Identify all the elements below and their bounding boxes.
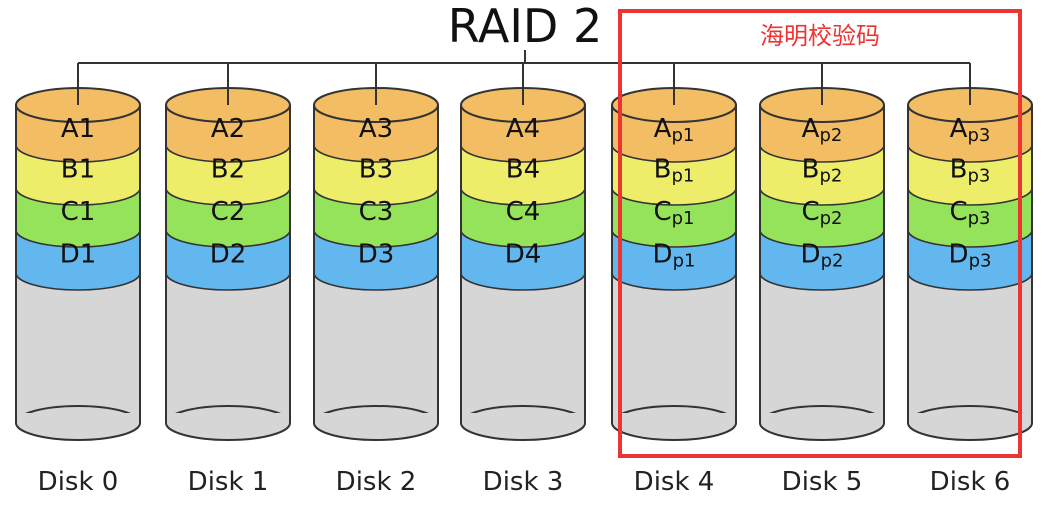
disk-body <box>166 273 290 423</box>
block-label-c3: C3 <box>359 197 394 227</box>
segment-edge <box>165 272 291 291</box>
disk-body <box>612 273 736 423</box>
segment-edge <box>759 272 885 291</box>
segment-edge <box>165 229 291 248</box>
block-label-d4: D4 <box>505 240 542 270</box>
segment-edge <box>15 187 141 206</box>
block-label-d1: D1 <box>60 240 97 270</box>
segment-edge <box>313 229 439 248</box>
disk-body <box>16 273 140 423</box>
segment-edge <box>907 187 1033 206</box>
block-label-b4: B4 <box>506 155 540 185</box>
disk-label: Disk 3 <box>483 467 564 497</box>
parity-highlight-box <box>618 9 1022 458</box>
hamming-code-annotation: 海明校验码 <box>760 22 880 50</box>
disk-body <box>461 273 585 423</box>
disk-label: Disk 6 <box>930 467 1011 497</box>
segment-edge <box>759 187 885 206</box>
segment-edge <box>15 229 141 248</box>
disk-label: Disk 5 <box>782 467 863 497</box>
connector-lines <box>78 50 970 64</box>
block-label-cp2: Cp2 <box>801 197 842 229</box>
block-label-cp3: Cp3 <box>949 197 990 229</box>
disk-label: Disk 0 <box>38 467 119 497</box>
block-label-dp1: Dp1 <box>653 240 696 272</box>
disk-body <box>760 273 884 423</box>
block-label-dp2: Dp2 <box>801 240 844 272</box>
segment-edge <box>460 229 586 248</box>
block-label-b3: B3 <box>359 155 393 185</box>
segment-edge <box>759 144 885 163</box>
block-label-bp1: Bp1 <box>654 155 695 187</box>
block-label-a3: A3 <box>359 114 393 144</box>
block-label-c2: C2 <box>211 197 246 227</box>
segment-edge <box>313 144 439 163</box>
block-label-bp3: Bp3 <box>950 155 991 187</box>
diagram-title: RAID 2 <box>448 0 602 53</box>
disk-body <box>908 273 1032 423</box>
block-label-a4: A4 <box>506 114 540 144</box>
segment-edge <box>907 272 1033 291</box>
segment-edge <box>15 272 141 291</box>
block-label-b2: B2 <box>211 155 245 185</box>
segment-edge <box>460 144 586 163</box>
segment-edge <box>907 229 1033 248</box>
block-label-ap1: Ap1 <box>654 114 695 146</box>
disk-label: Disk 1 <box>188 467 269 497</box>
block-label-d2: D2 <box>210 240 247 270</box>
segment-edge <box>460 187 586 206</box>
segment-edge <box>907 144 1033 163</box>
block-label-d3: D3 <box>358 240 395 270</box>
segment-edge <box>759 229 885 248</box>
block-label-bp2: Bp2 <box>802 155 843 187</box>
block-label-c4: C4 <box>506 197 541 227</box>
disk-label: Disk 4 <box>634 467 715 497</box>
segment-edge <box>165 187 291 206</box>
disk-label: Disk 2 <box>336 467 417 497</box>
block-label-ap3: Ap3 <box>950 114 991 146</box>
block-label-a1: A1 <box>61 114 95 144</box>
segment-edge <box>15 144 141 163</box>
block-label-c1: C1 <box>61 197 96 227</box>
block-label-a2: A2 <box>211 114 245 144</box>
segment-edge <box>313 272 439 291</box>
segment-edge <box>460 272 586 291</box>
block-label-dp3: Dp3 <box>949 240 992 272</box>
block-label-ap2: Ap2 <box>802 114 843 146</box>
segment-edge <box>165 144 291 163</box>
block-label-b1: B1 <box>61 155 95 185</box>
segment-edge <box>313 187 439 206</box>
block-label-cp1: Cp1 <box>653 197 694 229</box>
disk-body <box>314 273 438 423</box>
